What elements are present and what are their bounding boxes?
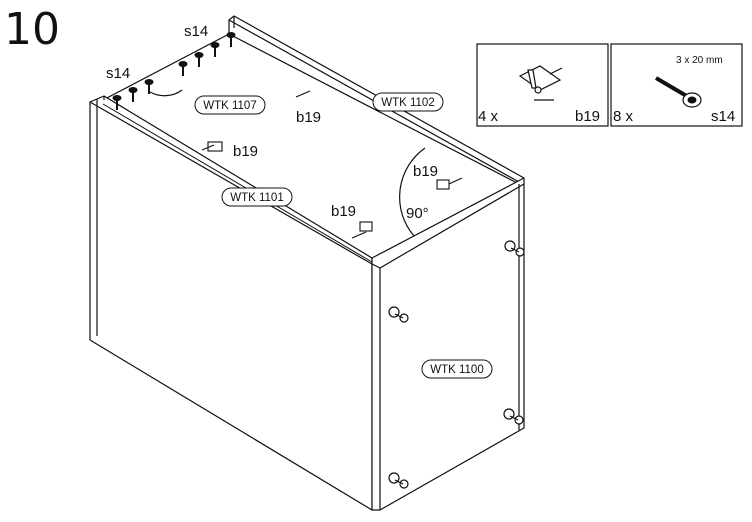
pill-wtk1107: WTK 1107	[194, 95, 266, 115]
screw-icon	[654, 76, 702, 108]
screw-row-top	[178, 32, 236, 76]
label-b19-d: b19	[331, 203, 356, 220]
label-angle: 90°	[406, 205, 429, 222]
fitting-icon	[295, 90, 311, 98]
label-b19-b: b19	[233, 143, 258, 160]
parts-box-screw: 3 x 20 mm 8 x s14	[610, 43, 743, 127]
peg-icon	[388, 306, 409, 323]
screw-size: 3 x 20 mm	[676, 55, 723, 66]
fitting-icon	[351, 221, 373, 239]
fitting-icon	[436, 177, 463, 190]
dowel-pegs	[388, 240, 525, 489]
label-s14-top: s14	[184, 23, 208, 40]
svg-text:WTK 1100: WTK 1100	[430, 364, 483, 376]
left-side-panel	[89, 95, 373, 511]
peg-icon	[504, 240, 525, 257]
parts-box-fitting: 4 x b19	[476, 43, 609, 127]
pill-wtk1101: WTK 1101	[221, 187, 293, 207]
fitting-quantity: 4 x	[478, 108, 499, 125]
screw-code: s14	[711, 108, 735, 125]
step-number: 10	[4, 4, 60, 55]
fittings-b19	[201, 90, 463, 239]
curve-mark	[149, 89, 183, 97]
angle-arc	[399, 147, 426, 237]
label-b19-c: b19	[413, 163, 438, 180]
screw-row-left	[112, 79, 154, 110]
label-s14-left: s14	[106, 65, 130, 82]
right-side-panel	[371, 177, 525, 511]
peg-icon	[503, 408, 524, 425]
pill-wtk1100: WTK 1100	[421, 359, 493, 379]
peg-icon	[388, 472, 409, 489]
fitting-icon	[518, 65, 563, 101]
label-b19-a: b19	[296, 109, 321, 126]
pill-wtk1102: WTK 1102	[372, 92, 444, 112]
fitting-icon	[201, 141, 223, 152]
screw-quantity: 8 x	[613, 108, 634, 125]
svg-text:WTK 1102: WTK 1102	[381, 97, 434, 109]
svg-text:WTK 1107: WTK 1107	[203, 100, 256, 112]
svg-text:WTK 1101: WTK 1101	[230, 192, 283, 204]
fitting-code: b19	[575, 108, 600, 125]
